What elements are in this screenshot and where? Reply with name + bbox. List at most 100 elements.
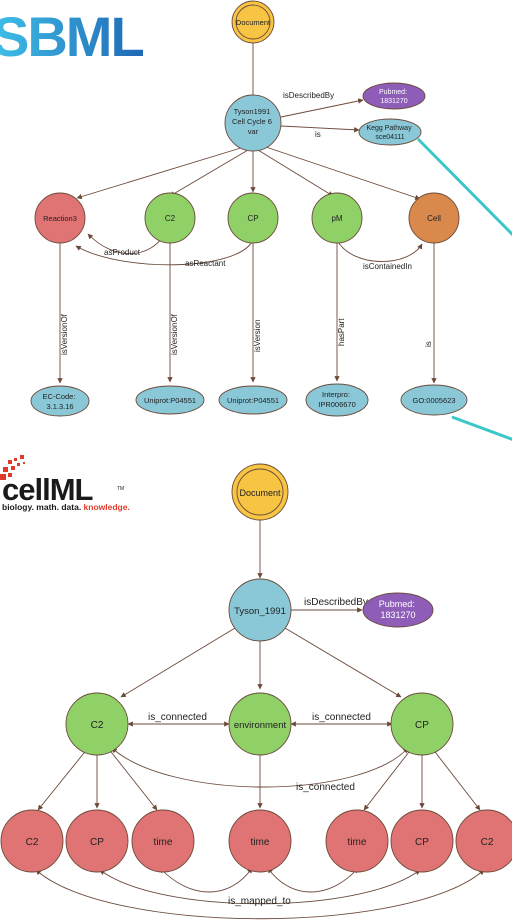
edge-model-cell: [262, 145, 421, 201]
sbml-node-kegg[interactable]: Kegg Pathway sce04111: [358, 118, 422, 146]
svg-text:Kegg Pathway sce04111: Kegg Pathway sce04111: [366, 125, 413, 141]
edge-is-connected-3: [111, 747, 409, 788]
svg-text:environment: environment: [234, 720, 287, 731]
svg-text:EC-Code: 3.1.3.16: EC-Code: 3.1.3.16: [42, 392, 77, 411]
cellml-node-cp[interactable]: CP: [390, 692, 454, 756]
edge-mapped-time-left: [159, 867, 253, 893]
edge-model-c2: [169, 149, 249, 197]
label-is-connected-3: is_connected: [296, 782, 355, 793]
cellml-node-c2-right[interactable]: C2: [455, 809, 512, 873]
cellml-node-c2-left[interactable]: C2: [0, 809, 64, 873]
sbml-node-model[interactable]: Tyson1991 Cell Cycle 6 var: [224, 94, 282, 152]
label-isversion: isVersion: [253, 320, 262, 352]
svg-text:Uniprot:P04551: Uniprot:P04551: [227, 396, 279, 405]
edge-isdescribedby: [280, 98, 364, 118]
cellml-node-c2[interactable]: C2: [65, 692, 129, 756]
svg-text:CP: CP: [415, 837, 429, 848]
sbml-nodes: Document Tyson1991 Cell Cycle 6 var Pubm…: [30, 0, 468, 417]
sbml-node-uniprot-1[interactable]: Uniprot:P04551: [135, 385, 205, 415]
svg-text:Cell: Cell: [427, 214, 441, 223]
label-iscontainedin: isContainedIn: [363, 262, 412, 271]
svg-text:C2: C2: [91, 720, 104, 731]
sbml-node-document[interactable]: Document: [231, 0, 275, 44]
label-is-go: is: [424, 341, 433, 347]
cellml-node-pubmed[interactable]: Pubmed: 1831270: [362, 592, 434, 628]
svg-text:Pubmed: 1831270: Pubmed: 1831270: [379, 89, 409, 105]
pointer-line-kegg: [416, 137, 512, 237]
sbml-node-uniprot-2[interactable]: Uniprot:P04551: [218, 385, 288, 415]
svg-text:time: time: [251, 837, 270, 848]
sbml-node-pubmed[interactable]: Pubmed: 1831270: [362, 82, 426, 110]
edge-cp-c2: [431, 747, 481, 811]
label-asreactant: asReactant: [185, 259, 226, 268]
cellml-node-document[interactable]: Document: [231, 463, 289, 521]
cellml-node-time-2[interactable]: time: [228, 809, 292, 873]
cellml-logo: cellML TM biology. math. data. knowledge…: [0, 455, 130, 512]
label-asproduct: asProduct: [104, 248, 141, 257]
cellml-edge-labels: isDescribedBy is_connected is_connected …: [148, 597, 371, 907]
label-cell-isdescribedby: isDescribedBy: [304, 597, 368, 608]
edge-asreactant: [75, 239, 254, 266]
svg-text:Document: Document: [236, 18, 271, 27]
label-is-connected-1: is_connected: [148, 712, 207, 723]
edge-cell-model-cp: [284, 627, 402, 698]
svg-text:time: time: [348, 837, 367, 848]
svg-text:pM: pM: [331, 214, 342, 223]
svg-text:Pubmed: 1831270: Pubmed: 1831270: [379, 599, 418, 620]
label-isdescribedby: isDescribedBy: [283, 91, 334, 100]
svg-text:GO:0005623: GO:0005623: [413, 396, 456, 405]
sbml-node-ec-code[interactable]: EC-Code: 3.1.3.16: [30, 385, 90, 417]
svg-text:CP: CP: [415, 720, 429, 731]
label-isversionof-2: isVersionOf: [170, 313, 179, 355]
sbml-edges: [57, 43, 437, 384]
edge-is-kegg: [280, 125, 360, 133]
edge-mapped-c2: [35, 869, 485, 920]
sbml-logo-text: SBML: [0, 5, 143, 68]
sbml-node-pm[interactable]: pM: [311, 192, 363, 244]
svg-text:Tyson_1991: Tyson_1991: [234, 606, 286, 617]
cellml-nodes: Document Tyson_1991 Pubmed: 1831270 C2 e…: [0, 463, 512, 873]
edge-c2-c2: [37, 747, 89, 811]
sbml-node-cell[interactable]: Cell: [408, 192, 460, 244]
svg-text:CP: CP: [90, 837, 104, 848]
sbml-node-cp[interactable]: CP: [227, 192, 279, 244]
cellml-node-time-1[interactable]: time: [131, 809, 195, 873]
edge-cp-time: [363, 747, 413, 811]
svg-text:C2: C2: [481, 837, 494, 848]
label-is-connected-2: is_connected: [312, 712, 371, 723]
sbml-node-c2[interactable]: C2: [144, 192, 196, 244]
sbml-node-reaction3[interactable]: Reaction3: [34, 192, 86, 244]
svg-text:Interpro: IPR006670: Interpro: IPR006670: [318, 390, 356, 409]
cellml-tm-text: TM: [117, 486, 124, 492]
edge-asproduct: [87, 233, 165, 255]
svg-text:CP: CP: [247, 214, 258, 223]
svg-text:C2: C2: [26, 837, 39, 848]
sbml-logo: SBML: [0, 5, 145, 68]
label-is-kegg: is: [315, 130, 321, 139]
cellml-edges: [35, 520, 485, 920]
edge-mapped-cp: [99, 869, 421, 905]
svg-text:time: time: [154, 837, 173, 848]
sbml-edge-labels: isDescribedBy is asProduct asReactant is…: [60, 91, 433, 355]
svg-text:Document: Document: [239, 488, 281, 498]
label-haspart: hasPart: [337, 318, 346, 346]
cellml-logo-text: cellML: [2, 472, 93, 507]
cellml-tagline: biology. math. data. knowledge.: [2, 502, 130, 512]
edge-model-pm: [257, 149, 334, 197]
svg-text:Reaction3: Reaction3: [43, 214, 77, 223]
cellml-node-cp-right[interactable]: CP: [390, 809, 454, 873]
cellml-node-environment[interactable]: environment: [228, 692, 292, 756]
cellml-node-model[interactable]: Tyson_1991: [228, 578, 292, 642]
sbml-node-interpro[interactable]: Interpro: IPR006670: [305, 383, 369, 417]
edge-cell-model-c2: [120, 627, 236, 698]
cellml-node-time-3[interactable]: time: [325, 809, 389, 873]
edge-c2-time: [107, 747, 158, 811]
edge-iscontainedin: [336, 239, 423, 262]
label-is-mapped-to: is_mapped_to: [228, 896, 291, 907]
edge-mapped-time-right: [267, 867, 359, 893]
cellml-node-cp-left[interactable]: CP: [65, 809, 129, 873]
pointer-line-go: [451, 415, 512, 441]
label-isversionof-1: isVersionOf: [60, 313, 69, 355]
sbml-node-go[interactable]: GO:0005623: [400, 384, 468, 416]
